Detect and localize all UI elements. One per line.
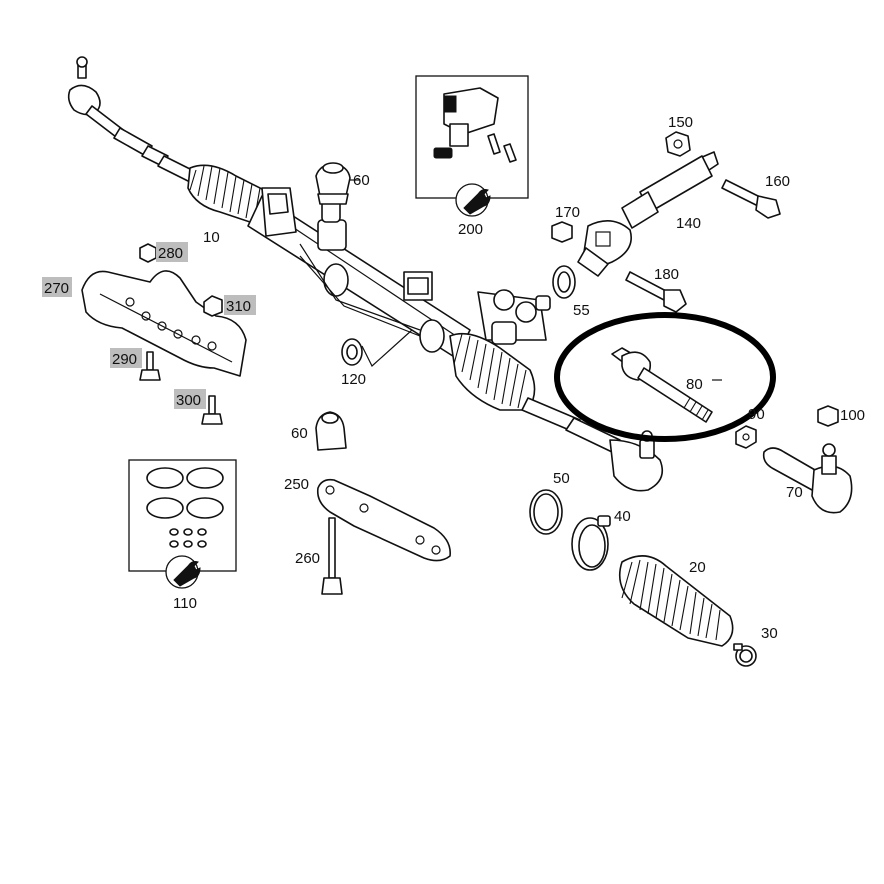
label-80: 80 xyxy=(686,376,703,393)
highlight-bg-270 xyxy=(42,277,72,297)
label-120: 120 xyxy=(341,371,366,388)
part-120-washer[interactable] xyxy=(341,329,413,367)
part-250-plate[interactable] xyxy=(316,478,451,562)
label-30: 30 xyxy=(761,625,778,642)
part-50-ring[interactable] xyxy=(529,489,563,535)
part-110-seal-kit[interactable] xyxy=(128,459,237,589)
label-90: 90 xyxy=(748,406,765,423)
highlight-bg-280 xyxy=(156,242,188,262)
label-250: 250 xyxy=(284,476,309,493)
label-60-lower: 60 xyxy=(291,425,308,442)
label-280: 280 xyxy=(158,245,183,262)
wrench-icon xyxy=(463,189,491,215)
part-180-bolt[interactable] xyxy=(625,271,687,313)
label-170: 170 xyxy=(555,204,580,221)
label-200: 200 xyxy=(458,221,483,238)
part-300-bolt[interactable] xyxy=(201,395,223,425)
part-20-rack-boot[interactable] xyxy=(618,555,734,647)
part-260-bolt[interactable] xyxy=(321,517,343,595)
part-170-nut[interactable] xyxy=(551,221,573,243)
part-160-bolt[interactable] xyxy=(721,179,781,219)
part-80-inner-tie-rod[interactable] xyxy=(611,347,713,423)
part-55-seal-ring[interactable] xyxy=(552,265,576,299)
label-290: 290 xyxy=(112,351,137,368)
label-270: 270 xyxy=(44,280,69,297)
part-70-tie-rod-end[interactable] xyxy=(762,443,853,514)
label-180: 180 xyxy=(654,266,679,283)
part-290-bolt[interactable] xyxy=(139,351,161,381)
label-20: 20 xyxy=(689,559,706,576)
label-10: 10 xyxy=(203,229,220,246)
highlight-bg-310 xyxy=(224,295,256,315)
part-30-clamp[interactable] xyxy=(733,643,757,667)
label-40: 40 xyxy=(614,508,631,525)
steering-rack-assembly[interactable] xyxy=(67,56,664,492)
part-140-intermediate-shaft[interactable] xyxy=(577,151,719,277)
part-90-nut[interactable] xyxy=(735,425,757,449)
label-70: 70 xyxy=(786,484,803,501)
wrench-icon xyxy=(173,561,201,587)
label-310: 310 xyxy=(226,298,251,315)
part-270-bracket[interactable] xyxy=(81,270,247,377)
label-150: 150 xyxy=(668,114,693,131)
highlight-bg-300 xyxy=(174,389,206,409)
highlight-bg-290 xyxy=(110,348,142,368)
part-310-nut[interactable] xyxy=(203,295,223,317)
label-60-top: 60 xyxy=(353,172,370,189)
label-140: 140 xyxy=(676,215,701,232)
label-50: 50 xyxy=(553,470,570,487)
part-60-bush-lower[interactable] xyxy=(315,411,347,451)
part-60-bush-top[interactable] xyxy=(315,162,351,205)
part-280-nut[interactable] xyxy=(139,243,157,263)
label-300: 300 xyxy=(176,392,201,409)
part-100-nut[interactable] xyxy=(817,405,839,427)
part-40-clamp[interactable] xyxy=(571,515,611,571)
label-100: 100 xyxy=(840,407,865,424)
label-160: 160 xyxy=(765,173,790,190)
label-110: 110 xyxy=(173,595,197,612)
part-200-valve-kit[interactable] xyxy=(415,75,529,217)
label-260: 260 xyxy=(295,550,320,567)
part-150-nut[interactable] xyxy=(665,131,691,157)
label-55: 55 xyxy=(573,302,590,319)
highlight-circle-80 xyxy=(554,312,776,442)
